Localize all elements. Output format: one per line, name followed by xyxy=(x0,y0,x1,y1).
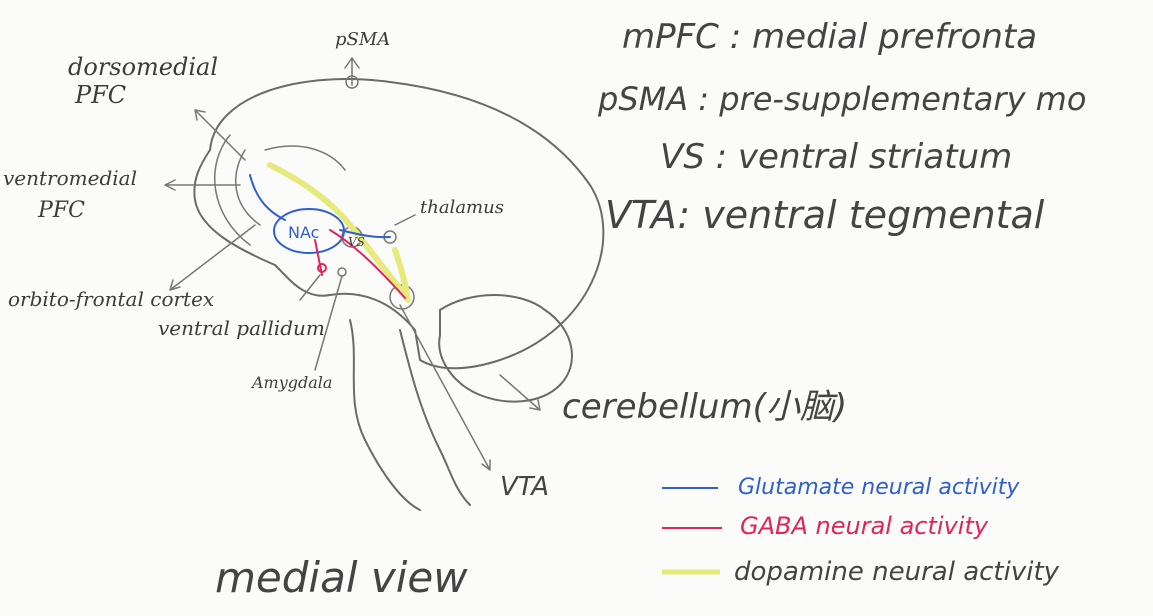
abbrev-vta: VTA: ventral tegmental xyxy=(605,193,1045,237)
abbrev-mpfc: mPFC : medial prefronta xyxy=(622,17,1037,57)
abbrev-psma: pSMA : pre-supplementary mo xyxy=(597,80,1086,118)
amygdala-dot xyxy=(338,268,346,276)
brainstem-shape xyxy=(350,320,470,510)
cerebellum-shape xyxy=(439,295,572,402)
orbitofrontal-arrow xyxy=(170,225,255,290)
label-dorsomedial: dorsomedial xyxy=(68,53,218,81)
thalamus-arrow xyxy=(395,215,415,225)
legend-gaba-label: GABA neural activity xyxy=(740,512,989,540)
label-vta: VTA xyxy=(500,472,549,502)
legend-dopamine-label: dopamine neural activity xyxy=(734,557,1060,587)
label-cerebellum: cerebellum(小脑) xyxy=(562,387,847,427)
vta-arrow xyxy=(400,305,490,470)
label-ventromedial-pfc: PFC xyxy=(37,198,85,223)
frontal-lobe-lines xyxy=(215,135,345,245)
label-vs: VS xyxy=(348,235,365,249)
glutamate-pathway xyxy=(250,175,390,237)
label-thalamus: thalamus xyxy=(420,197,504,218)
cerebellum-arrow xyxy=(500,375,540,410)
label-amygdala: Amygdala xyxy=(250,373,332,392)
label-ventral-pallidum: ventral pallidum xyxy=(158,316,325,340)
label-psma: pSMA xyxy=(335,29,390,50)
abbrev-vs: VS : ventral striatum xyxy=(660,137,1012,177)
label-ventromedial: ventromedial xyxy=(3,166,137,190)
label-nac: NAc xyxy=(288,223,319,242)
label-medial-view: medial view xyxy=(215,553,468,602)
psma-arrow xyxy=(345,58,359,85)
ventromedial-arrow xyxy=(165,180,240,190)
label-dorsomedial-pfc: PFC xyxy=(74,81,126,109)
label-orbitofrontal: orbito-frontal cortex xyxy=(8,287,214,311)
legend-glutamate-label: Glutamate neural activity xyxy=(738,475,1020,500)
